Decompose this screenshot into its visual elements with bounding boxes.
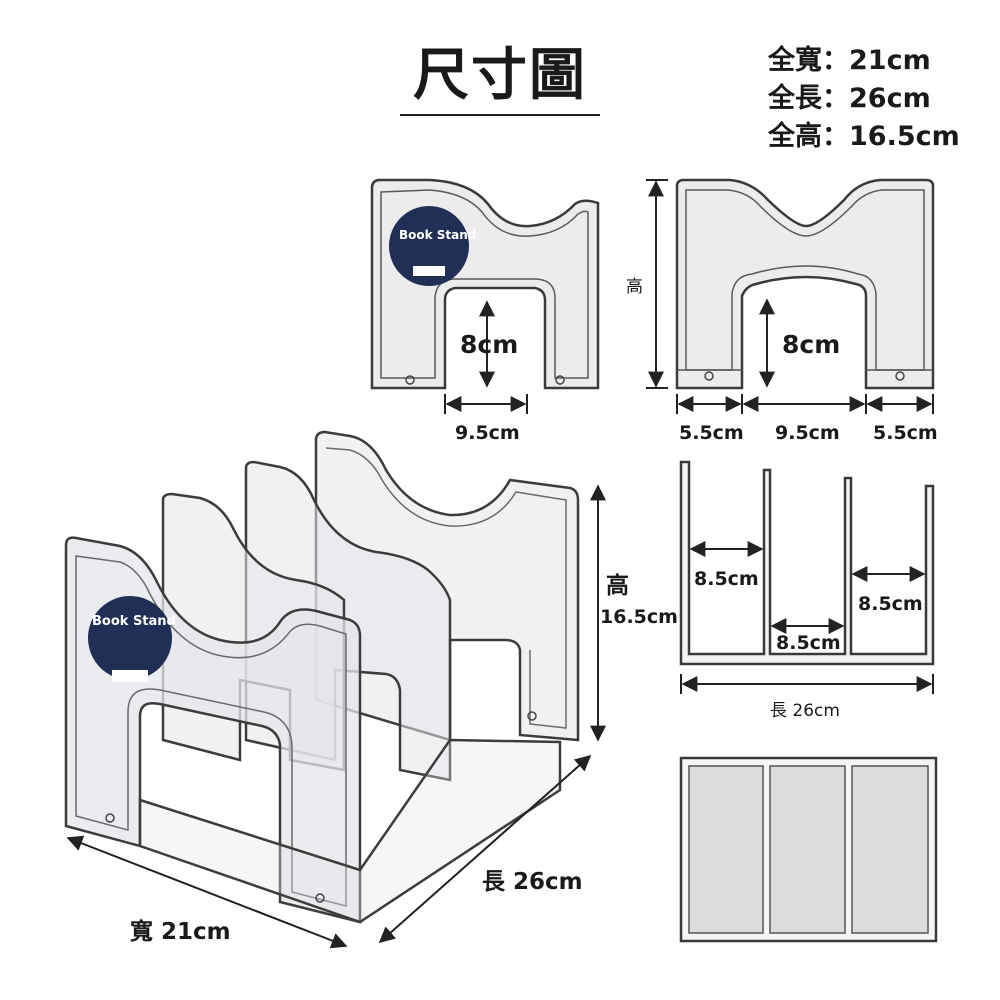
iso-length-label: 長 26cm — [482, 869, 583, 895]
section-gap1-label: 8.5cm — [694, 568, 759, 590]
spec-height: 全高：16.5cm — [768, 121, 960, 152]
side-center-width-label: 9.5cm — [775, 422, 840, 444]
top-view — [679, 756, 938, 943]
section-view — [679, 460, 935, 694]
section-profile — [679, 460, 935, 666]
title-underline — [400, 114, 600, 116]
front-badge-title: Book Stand — [399, 228, 477, 242]
product-badge — [389, 206, 469, 286]
section-length-label: 長 26cm — [770, 701, 840, 721]
front-opening-height-label: 8cm — [460, 330, 519, 359]
iso-view — [64, 430, 606, 949]
side-panel — [675, 178, 935, 390]
section-gap3-label: 8.5cm — [858, 593, 923, 615]
spec-length: 全長：26cm — [768, 83, 931, 114]
side-opening-height-label: 8cm — [782, 330, 841, 359]
side-view — [646, 178, 935, 414]
side-panel-inner — [685, 189, 925, 371]
side-right-width-label: 5.5cm — [873, 422, 938, 444]
section-gap2-label: 8.5cm — [776, 632, 841, 654]
iso-width-label: 寬 21cm — [130, 919, 231, 945]
front-opening-width-label: 9.5cm — [455, 422, 520, 444]
side-left-width-label: 5.5cm — [679, 422, 744, 444]
front-panel-inner — [380, 189, 589, 379]
spec-width: 全寬：21cm — [768, 45, 931, 76]
iso-height-char: 高 — [606, 573, 629, 599]
iso-height-value: 16.5cm — [600, 606, 678, 628]
iso-product-badge — [88, 596, 172, 680]
page-title: 尺寸圖 — [413, 43, 587, 108]
iso-badge-title: Book Stand — [92, 614, 176, 629]
side-height-label: 高 — [626, 277, 643, 297]
front-view — [370, 178, 600, 414]
